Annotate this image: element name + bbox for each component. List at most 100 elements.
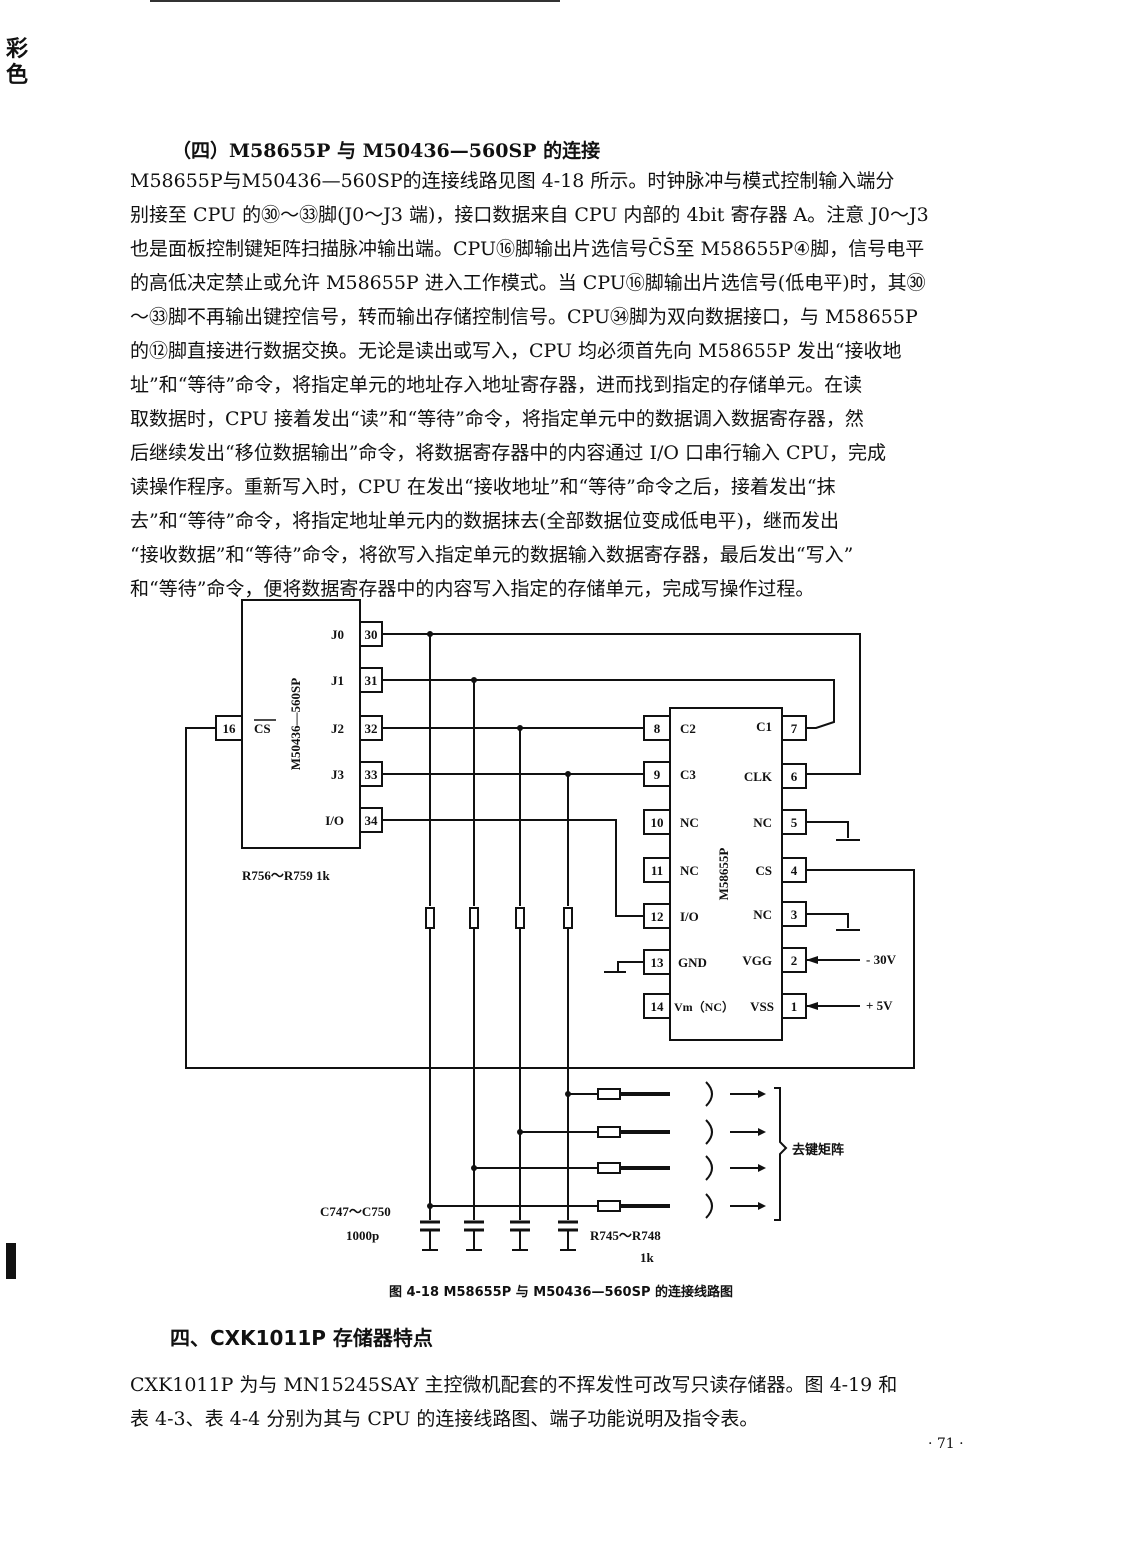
memory-pin-number: 11 [651,863,663,878]
cpu-pin-j0: 30 J0 [331,621,383,647]
cpu-pin-number: 33 [365,767,379,782]
memory-pin-14: 14 Vm（NC） [643,993,734,1019]
memory-pin-label: NC [680,863,699,878]
memory-pin-label: NC [680,815,699,830]
memory-pin-label: NC [753,907,772,922]
memory-pin-4: 4 CS [755,857,807,883]
key-matrix-label: 去键矩阵 [792,1142,844,1158]
memory-pin-number: 9 [654,767,661,782]
memory-pin-3: 3 NC [753,901,807,927]
memory-pin-label: C2 [680,721,696,736]
junctions [427,631,571,777]
memory-pin-number: 5 [791,815,798,830]
paragraph-line: CXK1011P 为与 MN15245SAY 主控微机配套的不挥发性可改写只读存… [130,1374,898,1396]
memory-pin-number: 1 [791,999,798,1014]
paragraph-line: 的高低决定禁止或允许 M58655P 进入工作模式。当 CPU⑯脚输出片选信号(… [130,272,926,294]
supply-arrows [806,956,818,1010]
body-paragraph-1: M58655P与M50436—560SP的连接线路见图 4-18 所示。时钟脉冲… [130,164,996,606]
memory-pin-number: 8 [654,721,661,736]
paragraph-line: 和“等待”命令，便将数据寄存器中的内容写入指定的存储单元，完成写操作过程。 [130,578,815,600]
memory-pin-number: 13 [651,955,665,970]
resistors-label: R745～R748 [590,1228,661,1243]
key-matrix-branches [427,1081,788,1221]
cpu-pin-j1: 31 J1 [331,667,383,693]
margin-bar [6,1243,16,1279]
cpu-pin-label: J2 [331,721,344,736]
subsection-heading: （四）M58655P 与 M50436—560SP 的连接 [172,140,601,162]
capacitors [420,1220,578,1251]
memory-pin-9: 9 C3 [643,761,696,787]
cpu-pin-number: 32 [365,721,378,736]
supply-minus-label: - 30V [866,952,897,967]
memory-pin-label: VGG [742,953,772,968]
memory-pin-number: 3 [791,907,798,922]
cpu-pin-label: I/O [325,813,344,828]
paragraph-line: 址”和“等待”命令，将指定单元的地址存入地址寄存器，进而找到指定的存储单元。在读 [130,374,863,396]
paragraph-line: 后继续发出“移位数据输出”命令，将数据寄存器中的内容通过 I/O 口串行输入 C… [130,442,887,464]
vertical-drops [425,634,573,1220]
memory-pin-label: C3 [680,767,696,782]
memory-pin-label: CLK [744,769,773,784]
paragraph-line: “接收数据”和“等待”命令，将欲写入指定单元的数据输入数据寄存器，最后发出“写入… [130,544,854,566]
cpu-pin-label: J3 [331,767,345,782]
supply-plus-label: + 5V [866,998,893,1013]
cpu-pin-number: 31 [365,673,378,688]
memory-pin-11: 11 NC [643,857,699,883]
cpu-pin-label: J1 [331,673,344,688]
paragraph-line: 读操作程序。重新写入时，CPU 在发出“接收地址”和“等待”命令之后，接着发出“… [130,476,836,498]
cpu-pin-j2: 32 J2 [331,715,383,741]
memory-pin-number: 6 [791,769,798,784]
memory-pin-label: I/O [680,909,699,924]
capacitor-value: 1000p [346,1228,379,1243]
memory-pin-label: C1 [756,719,772,734]
section-heading: 四、CXK1011P 存储器特点 [170,1326,433,1350]
cpu-resistor-note: R756～R759 1k [242,868,331,883]
memory-pin-label: NC [753,815,772,830]
page-number: · 71 · [928,1436,964,1452]
memory-pin-number: 2 [791,953,798,968]
cpu-chip-name: M50436—560SP [288,678,303,771]
memory-pin-label: Vm（NC） [674,999,734,1014]
memory-pin-1: 1 VSS [750,993,807,1019]
figure-caption: 图 4-18 M58655P 与 M50436—560SP 的连接线路图 [388,1285,734,1300]
cpu-pin-16-number: 16 [223,721,237,736]
memory-pin-13: 13 GND [643,949,707,975]
memory-pin-number: 12 [651,909,664,924]
memory-pin-label: CS [755,863,772,878]
memory-pin-label: VSS [750,999,774,1014]
wires [185,633,915,1069]
paragraph-line: M58655P与M50436—560SP的连接线路见图 4-18 所示。时钟脉冲… [130,170,895,192]
margin-glyphs: 彩 色 [6,36,28,88]
top-rule [150,0,560,2]
memory-pin-number: 4 [791,863,798,878]
paragraph-line: 也是面板控制键矩阵扫描脉冲输出端。CPU⑯脚输出片选信号C̄S̄至 M58655… [130,238,925,260]
circuit-diagram: M50436—560SP 16 CS 30 J0 31 J1 32 J2 33 … [185,599,915,1265]
paragraph-line: 的⑫脚直接进行数据交换。无论是读出或写入，CPU 均必须首先向 M58655P … [130,340,902,362]
memory-pin-5: 5 NC [753,809,807,835]
cpu-cs-label: CS [254,721,271,736]
memory-pin-6: 6 CLK [744,763,807,789]
body-paragraph-2: CXK1011P 为与 MN15245SAY 主控微机配套的不挥发性可改写只读存… [130,1368,996,1436]
cpu-pin-io: 34 I/O [325,807,383,833]
memory-pin-number: 14 [651,999,665,1014]
paragraph-line: 表 4-3、表 4-4 分别为其与 CPU 的连接线路图、端子功能说明及指令表。 [130,1408,759,1430]
paragraph-line: ～㉝脚不再输出键控信号，转而输出存储控制信号。CPU㉞脚为双向数据接口，与 M5… [130,306,918,328]
memory-pin-7: 7 C1 [756,715,807,741]
memory-pin-12: 12 I/O [643,903,699,929]
margin-glyph-bottom: 色 [6,62,29,88]
memory-pin-number: 7 [791,721,798,736]
cpu-pin-number: 30 [365,627,378,642]
margin-glyph-top: 彩 [6,36,29,62]
memory-pin-10: 10 NC [643,809,699,835]
capacitors-label: C747～C750 [320,1204,391,1219]
resistor-value: 1k [640,1250,655,1265]
paragraph-line: 去”和“等待”命令，将指定地址单元内的数据抹去(全部数据位变成低电平)，继而发出 [130,510,839,532]
cpu-pin-label: J0 [331,627,344,642]
memory-pin-label: GND [678,955,707,970]
cpu-pin-j3: 33 J3 [331,761,383,787]
paragraph-line: 别接至 CPU 的㉚～㉝脚(J0～J3 端)，接口数据来自 CPU 内部的 4b… [130,204,929,226]
memory-pin-number: 10 [651,815,664,830]
memory-chip-name: M58655P [716,848,731,901]
memory-pin-2: 2 VGG [742,947,807,973]
memory-pin-8: 8 C2 [643,715,696,741]
